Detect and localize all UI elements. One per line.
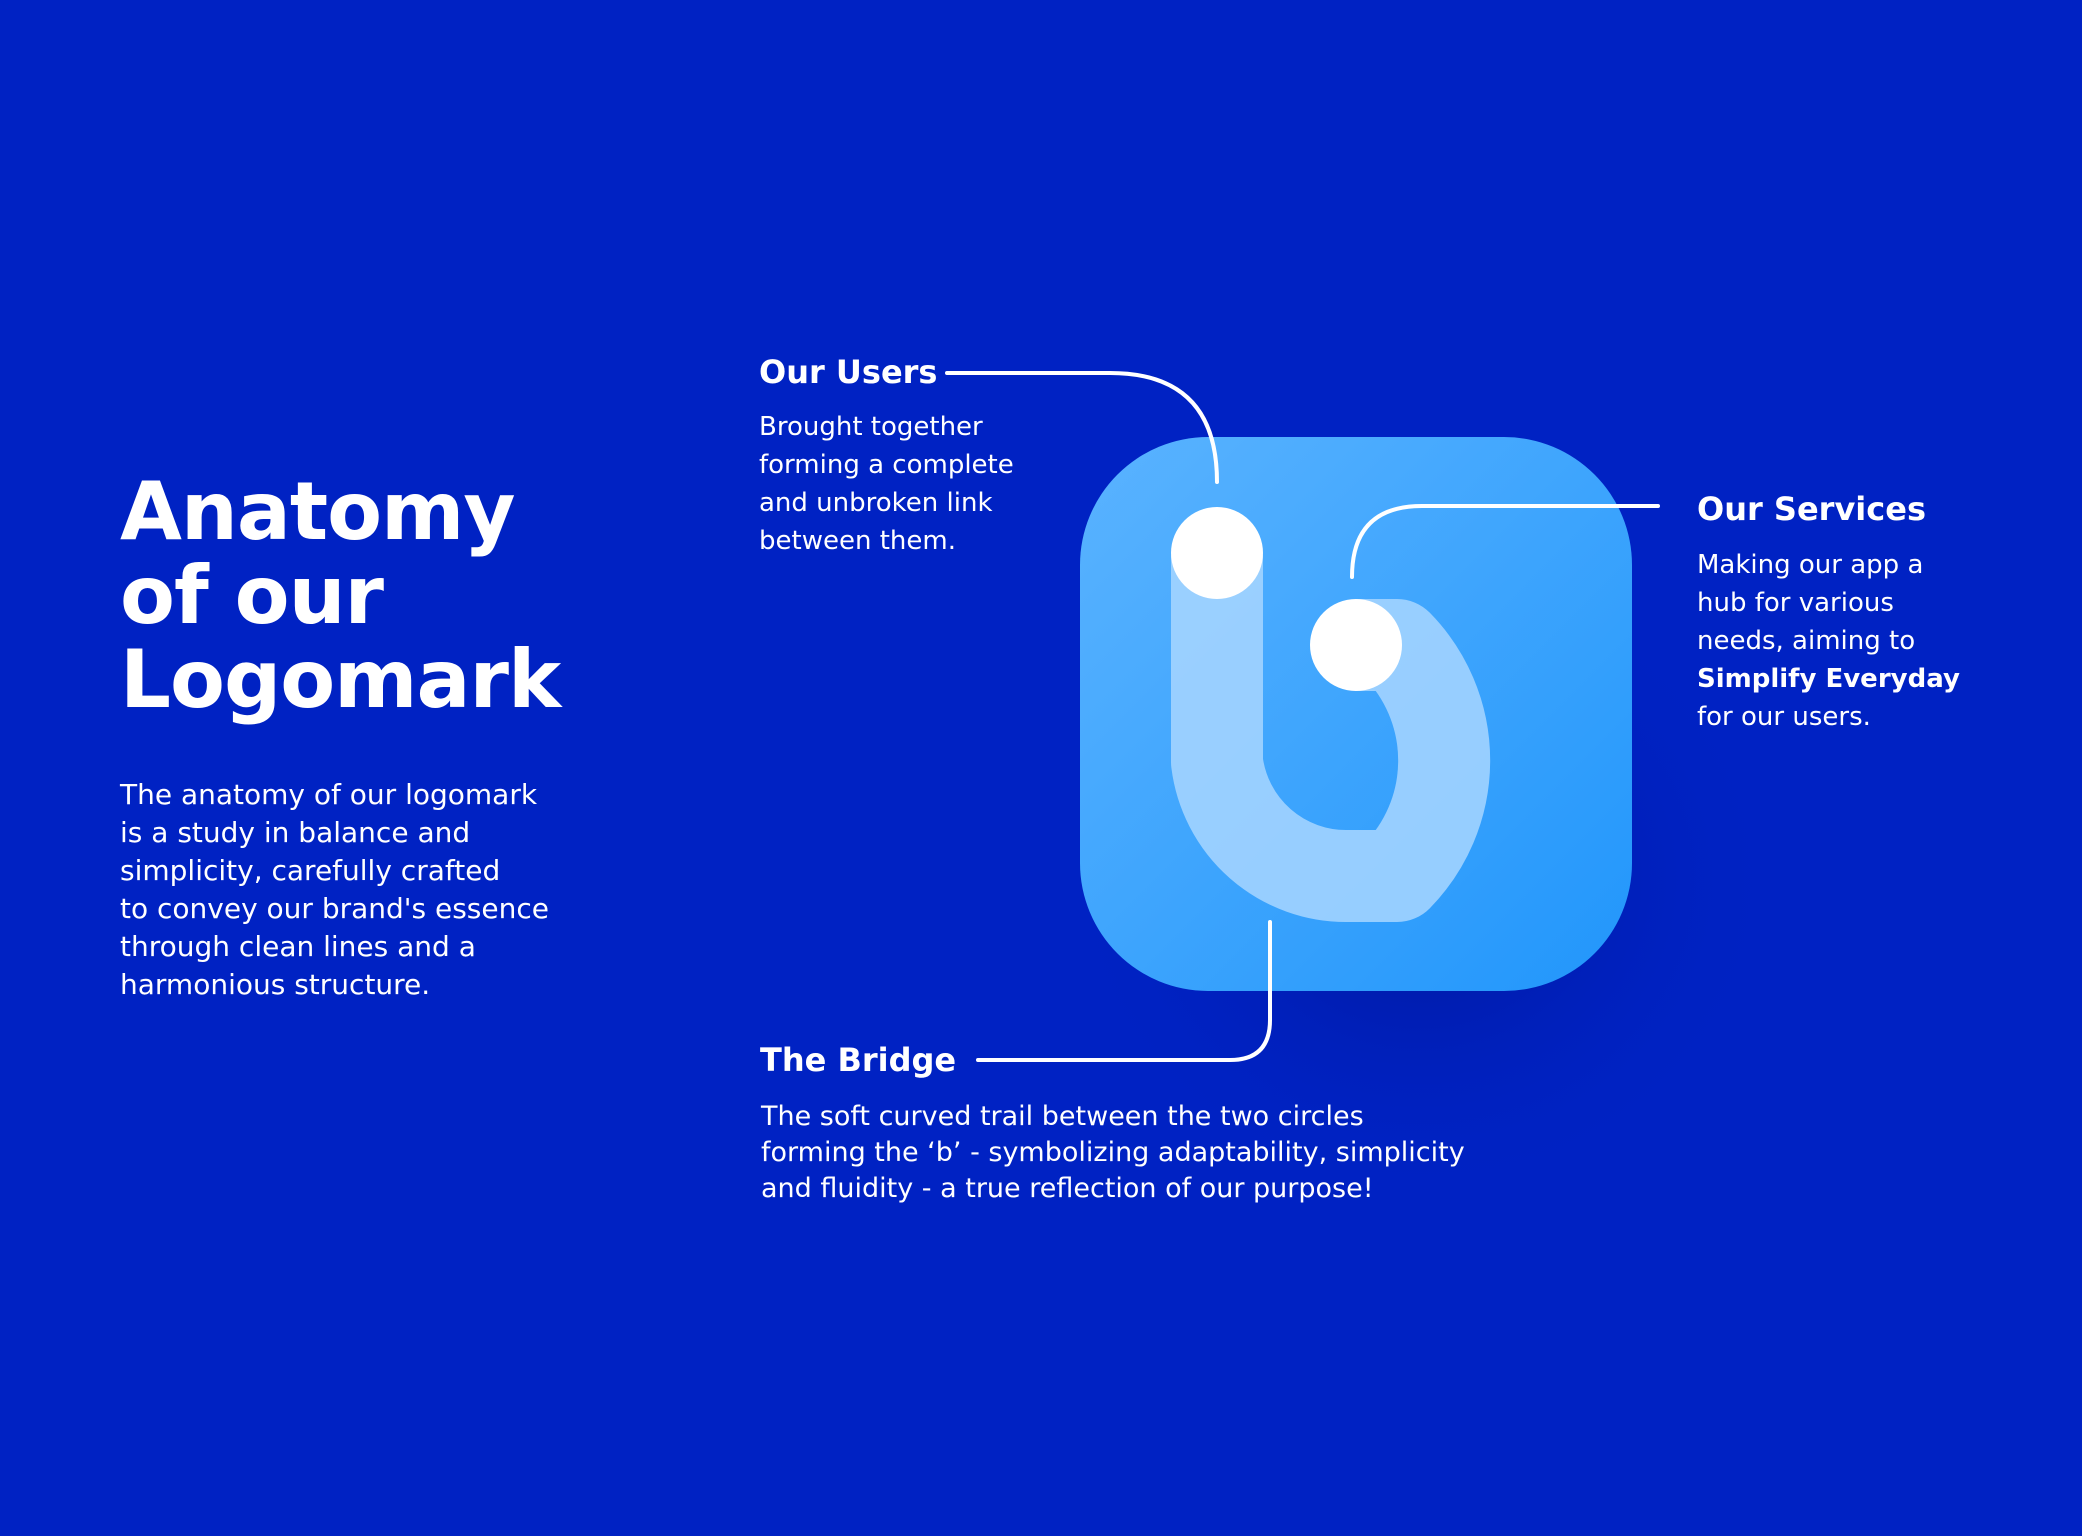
users-line-2: forming a complete — [759, 450, 1014, 480]
services-line-3: needs, aiming to — [1697, 626, 1916, 656]
page-title: Anatomy of our Logomark — [120, 465, 561, 726]
services-line-1: Making our app a — [1697, 550, 1924, 580]
page-title-line-2: of our — [120, 549, 384, 642]
users-callout-body: Brought together forming a complete and … — [759, 408, 1014, 560]
bridge-line-1: The soft curved trail between the two ci… — [761, 1101, 1364, 1132]
intro-line-4: to convey our brand's essence — [120, 892, 549, 925]
bridge-line-2: forming the ‘b’ - symbolizing adaptabili… — [761, 1137, 1465, 1168]
intro-line-5: through clean lines and a — [120, 930, 476, 963]
services-callout-title: Our Services — [1697, 490, 1926, 528]
intro-line-3: simplicity, carefully crafted — [120, 854, 501, 887]
users-line-1: Brought together — [759, 412, 983, 442]
users-line-3: and unbroken link — [759, 488, 993, 518]
services-line-5: for our users. — [1697, 702, 1871, 732]
bridge-stroke — [1171, 555, 1491, 923]
users-line-4: between them. — [759, 526, 956, 556]
intro-line-6: harmonious structure. — [120, 968, 431, 1001]
services-callout-body: Making our app a hub for various needs, … — [1697, 546, 1960, 736]
bridge-callout-title: The Bridge — [760, 1041, 957, 1079]
users-leader-line — [945, 371, 1219, 484]
services-highlight-text: Simplify Everyday — [1697, 664, 1960, 694]
bridge-leader-line — [976, 920, 1272, 1062]
intro-paragraph: The anatomy of our logomark is a study i… — [120, 776, 620, 1004]
intro-line-2: is a study in balance and — [120, 816, 471, 849]
bridge-line-3: and fluidity - a true reflection of our … — [761, 1173, 1374, 1204]
intro-line-1: The anatomy of our logomark — [120, 778, 538, 811]
bridge-callout-body: The soft curved trail between the two ci… — [761, 1099, 1465, 1207]
users-callout-title: Our Users — [759, 353, 938, 391]
users-circle-icon — [1171, 507, 1263, 599]
services-highlight: Simplify Everyday — [1697, 660, 1960, 698]
services-line-2: hub for various — [1697, 588, 1894, 618]
page-title-line-1: Anatomy — [120, 465, 516, 558]
services-circle-icon — [1310, 599, 1402, 691]
services-leader-line — [1350, 504, 1660, 579]
page-title-line-3: Logomark — [120, 633, 561, 726]
